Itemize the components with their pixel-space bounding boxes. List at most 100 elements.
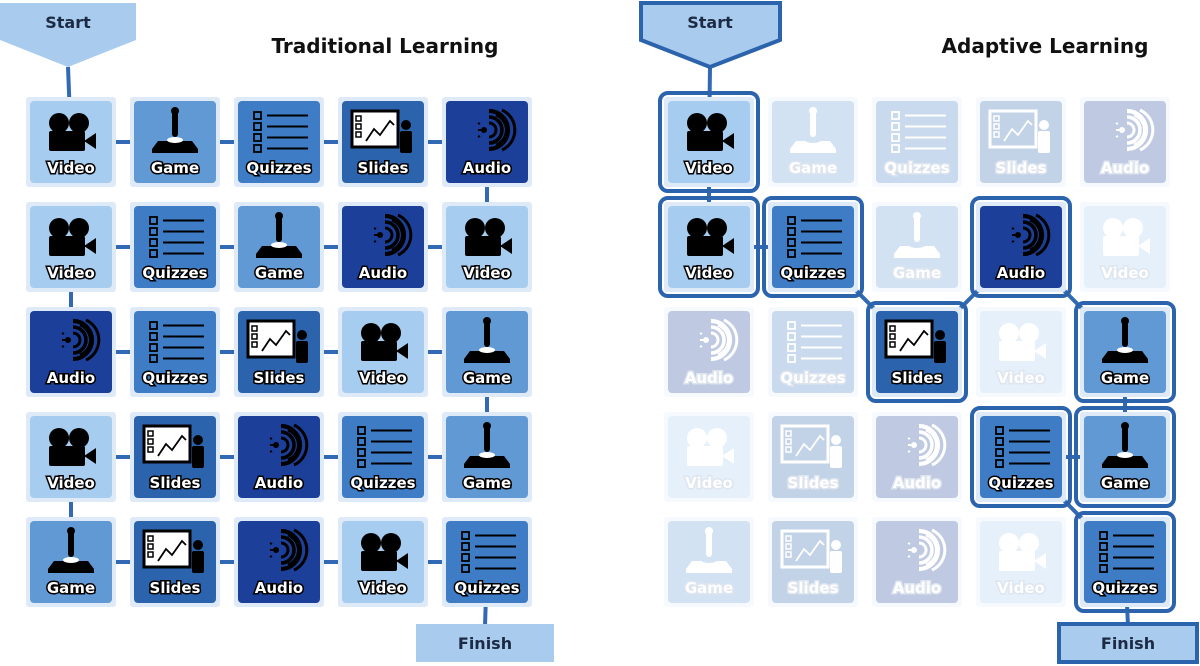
tile-label: Quizzes bbox=[1092, 579, 1157, 597]
tile-label: Slides bbox=[254, 369, 305, 387]
tile-label: Video bbox=[997, 579, 1045, 597]
video-camera-icon bbox=[49, 428, 96, 466]
tile-label: Audio bbox=[463, 159, 511, 177]
checklist-icon bbox=[149, 321, 204, 363]
presentation-icon bbox=[350, 109, 412, 153]
tile-label: Audio bbox=[893, 474, 941, 492]
video-camera-icon bbox=[1103, 218, 1150, 256]
adaptive-tile-game: Game bbox=[768, 97, 858, 187]
tile-label: Game bbox=[789, 159, 837, 177]
tile-label: Video bbox=[685, 159, 733, 177]
tile-label: Video bbox=[997, 369, 1045, 387]
traditional-tile-quizzes: Quizzes bbox=[442, 517, 532, 607]
traditional-tile-game: Game bbox=[442, 412, 532, 502]
checklist-icon bbox=[891, 111, 946, 153]
traditional-tile-slides: Slides bbox=[130, 517, 220, 607]
adaptive-tile-video: Video bbox=[664, 412, 754, 502]
traditional-tile-slides: Slides bbox=[338, 97, 428, 187]
joystick-icon bbox=[464, 422, 510, 468]
adaptive-tile-video: Video bbox=[976, 517, 1066, 607]
adaptive-tile-slides: Slides bbox=[976, 97, 1066, 187]
adaptive-finish-label: Finish bbox=[1101, 634, 1155, 653]
traditional-title: Traditional Learning bbox=[271, 34, 498, 58]
presentation-icon bbox=[142, 424, 204, 468]
adaptive-tile-video: Video bbox=[976, 307, 1066, 397]
joystick-icon bbox=[1102, 317, 1148, 363]
tile-label: Game bbox=[1101, 369, 1149, 387]
joystick-icon bbox=[686, 527, 732, 573]
checklist-icon bbox=[787, 216, 842, 258]
checklist-icon bbox=[995, 426, 1050, 468]
audio-waves-icon bbox=[907, 423, 947, 467]
tile-label: Video bbox=[47, 159, 95, 177]
adaptive-start-label: Start bbox=[687, 13, 733, 32]
tile-label: Quizzes bbox=[246, 159, 311, 177]
tile-label: Game bbox=[47, 579, 95, 597]
joystick-icon bbox=[1102, 422, 1148, 468]
tile-label: Game bbox=[463, 474, 511, 492]
adaptive-tile-game: Game bbox=[872, 202, 962, 292]
tile-label: Quizzes bbox=[780, 264, 845, 282]
adaptive-tile-slides: Slides bbox=[768, 412, 858, 502]
video-camera-icon bbox=[49, 113, 96, 151]
tile-label: Audio bbox=[359, 264, 407, 282]
audio-waves-icon bbox=[477, 108, 517, 152]
traditional-tile-audio: Audio bbox=[234, 412, 324, 502]
adaptive-tile-audio: Audio bbox=[872, 412, 962, 502]
joystick-icon bbox=[790, 107, 836, 153]
traditional-tile-quizzes: Quizzes bbox=[130, 202, 220, 292]
video-camera-icon bbox=[687, 113, 734, 151]
joystick-icon bbox=[152, 107, 198, 153]
audio-waves-icon bbox=[699, 318, 739, 362]
tile-label: Slides bbox=[788, 579, 839, 597]
traditional-tile-slides: Slides bbox=[234, 307, 324, 397]
traditional-tile-quizzes: Quizzes bbox=[234, 97, 324, 187]
adaptive-tile-quizzes: Quizzes bbox=[1074, 511, 1176, 613]
traditional-tile-game: Game bbox=[130, 97, 220, 187]
traditional-tile-audio: Audio bbox=[234, 517, 324, 607]
tile-label: Slides bbox=[150, 474, 201, 492]
audio-waves-icon bbox=[61, 318, 101, 362]
traditional-start-label: Start bbox=[45, 13, 91, 32]
tile-label: Audio bbox=[893, 579, 941, 597]
audio-waves-icon bbox=[1115, 108, 1155, 152]
tile-label: Video bbox=[685, 474, 733, 492]
tile-label: Video bbox=[685, 264, 733, 282]
audio-waves-icon bbox=[373, 213, 413, 257]
traditional-tile-quizzes: Quizzes bbox=[338, 412, 428, 502]
adaptive-tile-game: Game bbox=[664, 517, 754, 607]
presentation-icon bbox=[780, 424, 842, 468]
tile-label: Video bbox=[359, 579, 407, 597]
adaptive-tile-quizzes: Quizzes bbox=[762, 196, 864, 298]
tile-label: Video bbox=[47, 474, 95, 492]
traditional-start-marker: Start bbox=[0, 3, 136, 67]
adaptive-tile-quizzes: Quizzes bbox=[970, 406, 1072, 508]
video-camera-icon bbox=[361, 323, 408, 361]
presentation-icon bbox=[246, 319, 308, 363]
adaptive-tile-video: Video bbox=[1080, 202, 1170, 292]
video-camera-icon bbox=[361, 533, 408, 571]
tile-label: Audio bbox=[685, 369, 733, 387]
tile-label: Quizzes bbox=[454, 579, 519, 597]
tile-label: Game bbox=[463, 369, 511, 387]
video-camera-icon bbox=[999, 533, 1046, 571]
tile-label: Video bbox=[1101, 264, 1149, 282]
traditional-tile-slides: Slides bbox=[130, 412, 220, 502]
tile-label: Quizzes bbox=[780, 369, 845, 387]
joystick-icon bbox=[464, 317, 510, 363]
traditional-tile-game: Game bbox=[442, 307, 532, 397]
traditional-finish-label: Finish bbox=[458, 634, 512, 653]
joystick-icon bbox=[894, 212, 940, 258]
video-camera-icon bbox=[687, 428, 734, 466]
video-camera-icon bbox=[49, 218, 96, 256]
traditional-tile-video: Video bbox=[442, 202, 532, 292]
tile-label: Audio bbox=[997, 264, 1045, 282]
traditional-tile-audio: Audio bbox=[442, 97, 532, 187]
adaptive-tile-video: Video bbox=[658, 196, 760, 298]
traditional-finish-marker: Finish bbox=[416, 624, 554, 662]
traditional-tile-game: Game bbox=[234, 202, 324, 292]
traditional-tile-video: Video bbox=[338, 307, 428, 397]
video-camera-icon bbox=[999, 323, 1046, 361]
